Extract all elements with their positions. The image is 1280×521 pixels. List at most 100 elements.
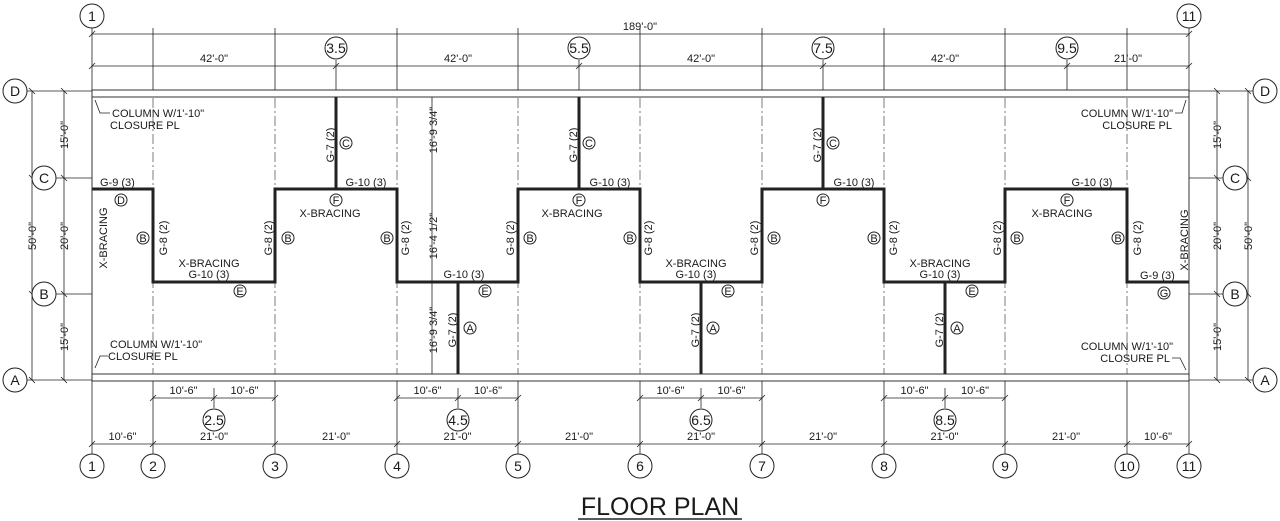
member-label-g8: G-8 (2) [1132,221,1144,256]
grid-bubble-7-circle [749,453,775,479]
member-label-g10: G-10 (3) [346,177,387,189]
side-overall-dimension: 50'-0" [27,222,39,250]
column-note: COLUMN W/1'-10" [112,108,204,120]
mark-B: B [1114,233,1121,245]
side-dimension: 20'-0" [59,222,71,250]
bracing-label: X-BRACING [1179,209,1191,270]
dimension-line [88,30,96,38]
dimension-line [758,440,766,448]
bay-dimension: 21'-0" [1052,431,1080,443]
grid-bubble-A-circle [1252,367,1278,393]
dimension-line [88,62,96,70]
member-label-g10: G-10 (3) [189,269,230,281]
mark-C-circle [826,136,840,150]
mark-B: B [383,233,390,245]
grid-bubble-3: 3 [271,458,279,474]
dimension-line [1185,62,1193,70]
column-note: COLUMN W/1'-10" [110,339,202,351]
overall-dimension: 189'-0" [623,21,657,33]
half-grid-bubble: 9.5 [1057,40,1077,56]
mark-A-circle [463,321,477,335]
half-grid-bubble: 3.5 [326,40,346,56]
dimension-line [636,440,644,448]
top-dimension: 42'-0" [687,53,715,65]
mark-E: E [724,286,731,298]
mark-C-circle [339,136,353,150]
member-label-g9: G-9 (3) [100,177,135,189]
mark-F-circle [572,193,586,207]
half-grid-bubble-circle [567,36,591,60]
mark-A-circle [706,321,720,335]
mark-G-circle [1157,286,1171,300]
dimension-line [210,394,218,402]
dimension-line [697,394,705,402]
dimension-line [88,440,96,448]
side-dimension: 15'-0" [59,121,71,149]
mark-D-circle [114,193,128,207]
mark-F-circle [1060,193,1074,207]
mark-E-circle [233,284,247,298]
mark-B: B [1013,233,1020,245]
bracing-label: X-BRACING [98,207,110,268]
mark-E-circle [478,284,492,298]
half-bay-dimension: 10'-6" [169,385,197,397]
member-label-g8: G-8 (2) [158,221,170,256]
dimension-line [1063,62,1071,70]
grid-bubble-3-circle [262,453,288,479]
dimension-line [575,62,583,70]
mark-B-circle [523,231,537,245]
member-label-g7: G-7 (2) [934,313,946,348]
mark-B-circle [1111,231,1125,245]
grid-bubble-11-circle [1176,453,1202,479]
bay-dimension: 21'-0" [200,431,228,443]
grid-bubble-10: 10 [1119,458,1135,474]
grid-bubble-6: 6 [636,458,644,474]
grid-bubble-C: C [39,170,49,186]
top-wall [91,89,1190,98]
dimension-line [514,394,522,402]
mark-A: A [953,323,961,335]
dimension-line [1001,440,1009,448]
grid-bubble-4: 4 [393,458,401,474]
member-label-g10: G-10 (3) [444,269,485,281]
grid-bubble-9-circle [992,453,1018,479]
leader [1175,99,1187,114]
side-dimension: 15'-0" [1212,323,1224,351]
dimension-line [271,394,279,402]
grid-bubble-D: D [1260,83,1270,99]
dimension-line [880,440,888,448]
bay-dimension: 10'-6" [108,431,136,443]
mark-F: F [576,195,583,207]
member-label-g10: G-10 (3) [590,177,631,189]
member-label-g8: G-8 (2) [992,221,1004,256]
member-label-g9: G-9 (3) [1140,270,1175,282]
mark-B-circle [867,231,881,245]
grid-bubble-5-circle [505,453,531,479]
side-dimension: 15'-0" [59,323,71,351]
top-dimension: 21'-0" [1114,53,1142,65]
side-dimension: 20'-0" [1212,222,1224,250]
grid-bubble-11: 11 [1182,8,1197,24]
leader [94,355,108,369]
mark-B: B [284,233,291,245]
bay-dimension: 21'-0" [809,431,837,443]
leader [94,99,110,114]
dimension-line [880,394,888,402]
half-grid-bubble-circle [324,36,348,60]
dimension-line [332,62,340,70]
mark-F: F [1064,195,1071,207]
half-bay-dimension: 10'-6" [961,385,989,397]
grid-bubble-4-circle [384,453,410,479]
bay-dimension: 21'-0" [930,431,958,443]
grid-bubble-D-circle [2,78,28,104]
mark-F-circle [329,193,343,207]
grid-bubble-6-circle [627,453,653,479]
mark-B: B [139,233,146,245]
half-grid-bubble: 2.5 [204,412,224,428]
mark-D: D [117,195,125,207]
column-note: COLUMN W/1'-10" [1081,341,1173,353]
half-bay-dimension: 10'-6" [230,385,258,397]
grid-bubble-A: A [10,372,20,388]
grid-bubble-1-circle [79,453,105,479]
